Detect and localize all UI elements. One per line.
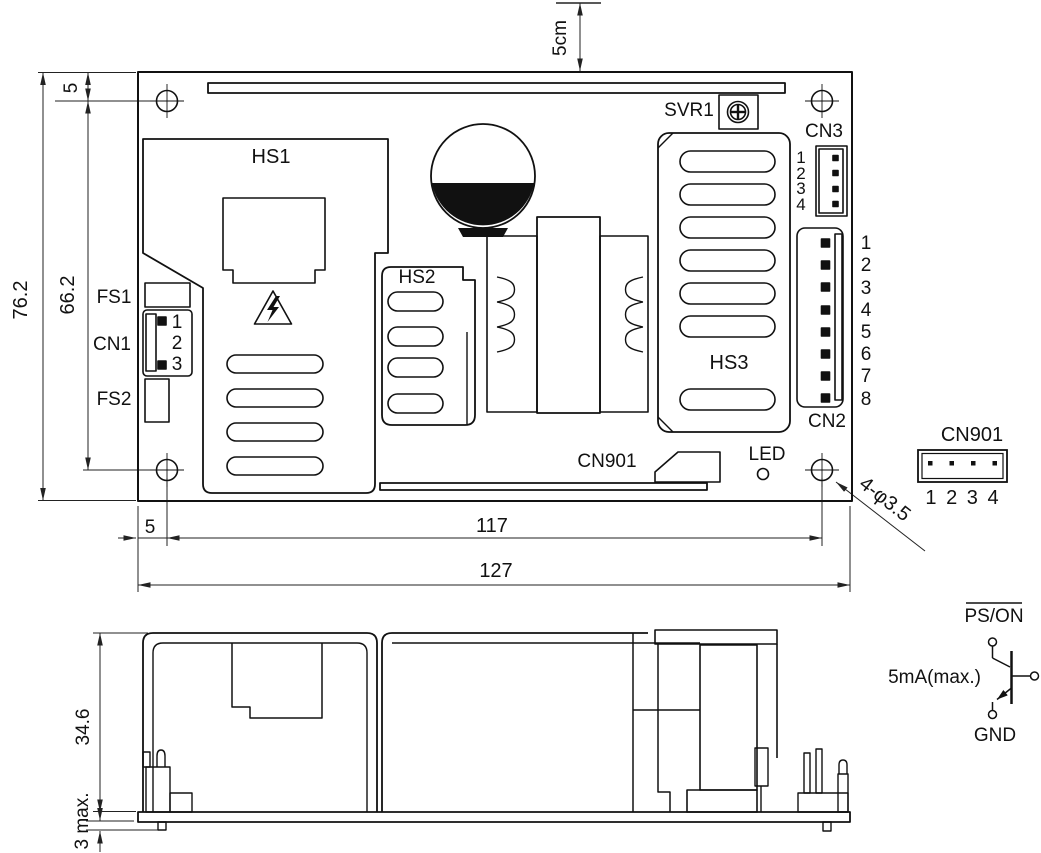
dim-hole-offset-x: 5	[145, 517, 156, 538]
cn2-pin-1: 1	[861, 233, 872, 254]
high-voltage-warning-icon	[253, 290, 293, 325]
hs1-label: HS1	[252, 146, 291, 168]
cn2-pin-4: 4	[861, 300, 872, 321]
cn3-pin-2: 2	[796, 164, 805, 183]
pson-terminal	[987, 637, 998, 647]
transformer	[486, 216, 649, 414]
cn1-pin-2: 2	[172, 333, 183, 354]
top-view	[137, 71, 853, 502]
hs2-heatsink	[381, 266, 476, 426]
cn3-pin-4: 4	[796, 195, 805, 214]
mid-cover-outline	[381, 632, 648, 812]
mounting-hole-bottom-right	[805, 453, 839, 487]
hs1-vent-slots	[226, 354, 324, 476]
cn2-side-pins	[797, 748, 849, 813]
hs3-side-top	[654, 629, 778, 645]
base-terminal	[1029, 671, 1040, 681]
led-indicator	[756, 467, 770, 481]
dim-total-width: 127	[479, 560, 512, 582]
svr1-label: SVR1	[664, 100, 714, 121]
fs2-label: FS2	[97, 389, 132, 410]
pin-below-right	[822, 821, 832, 832]
labels: HS1 HS2 HS3 FS1 CN1 FS2 SVR1 CN3 CN2 CN9…	[10, 20, 1024, 849]
cn3-pin-3: 3	[796, 179, 805, 198]
dim-top-clearance: 5cm	[550, 20, 571, 56]
cn2-pin-6: 6	[861, 344, 872, 365]
dim-hole-span-width: 117	[476, 515, 508, 537]
cn1-connector	[142, 309, 193, 377]
cn3-pin-1: 1	[796, 148, 805, 167]
cn901-detail-pins: 1 2 3 4	[925, 487, 1000, 509]
cn2-pin-8: 8	[861, 389, 872, 410]
gnd-label: GND	[974, 725, 1016, 746]
dim-mounting-holes: 4-φ3.5	[855, 473, 915, 526]
fs2-fuse	[144, 378, 170, 423]
hs1-side-outline	[142, 632, 378, 812]
mounting-hole-top-right	[805, 84, 839, 118]
pson-label: PS/ON	[964, 606, 1023, 627]
pcb-outline	[137, 71, 853, 502]
led-label: LED	[749, 444, 786, 465]
cn2-pin-2: 2	[861, 255, 872, 276]
hs1-outline	[142, 138, 389, 494]
cn2-pin-3: 3	[861, 278, 872, 299]
hs1-transistor	[222, 197, 326, 284]
cn2-pin-5: 5	[861, 322, 872, 343]
dim-hole-span-height: 66.2	[57, 276, 79, 315]
dim-component-height: 34.6	[73, 709, 94, 746]
cn901-connector	[654, 451, 721, 483]
cn3-label: CN3	[805, 121, 843, 142]
transformer-side	[686, 644, 769, 813]
capacitor	[430, 123, 536, 237]
current-limit-label: 5mA(max.)	[888, 667, 981, 688]
fs1-fuse	[144, 282, 191, 308]
gnd-terminal	[987, 709, 998, 720]
mounting-hole-bottom-left	[150, 453, 184, 487]
dim-hole-offset-y: 5	[61, 83, 82, 94]
mounting-holes	[150, 84, 839, 487]
mounting-hole-top-left	[150, 84, 184, 118]
pson-schematic	[966, 602, 1040, 720]
edge-strip-top	[207, 82, 786, 94]
cn2-label: CN2	[808, 411, 846, 432]
dim-total-height: 76.2	[10, 281, 32, 320]
cn2-connector	[796, 227, 844, 408]
side-view	[137, 629, 851, 832]
fs1-label: FS1	[97, 287, 132, 308]
cn1-label: CN1	[93, 334, 131, 355]
cn901-detail-label: CN901	[941, 424, 1003, 446]
cn901-board-label: CN901	[577, 451, 636, 472]
svr1-potentiometer	[718, 94, 759, 130]
cn2-pin-7: 7	[861, 366, 872, 387]
emitter-arrow	[996, 687, 1012, 701]
dimension-lines	[38, 2, 926, 852]
side-component-left	[142, 749, 193, 813]
hs2-label: HS2	[399, 267, 436, 288]
pin-below-left	[157, 821, 167, 831]
cn901-detail	[917, 449, 1008, 483]
pcb-side	[137, 811, 851, 823]
hs1-side-transistor	[231, 643, 323, 719]
hs3-heatsink	[657, 132, 791, 433]
dim-pin-protrusion: 3 max.	[72, 792, 93, 849]
hs3-label: HS3	[710, 352, 749, 374]
edge-strip-bottom	[379, 482, 708, 491]
cn1-pin-1: 1	[172, 312, 183, 333]
cn1-pin-3: 3	[172, 354, 183, 375]
cn3-connector	[815, 145, 848, 217]
